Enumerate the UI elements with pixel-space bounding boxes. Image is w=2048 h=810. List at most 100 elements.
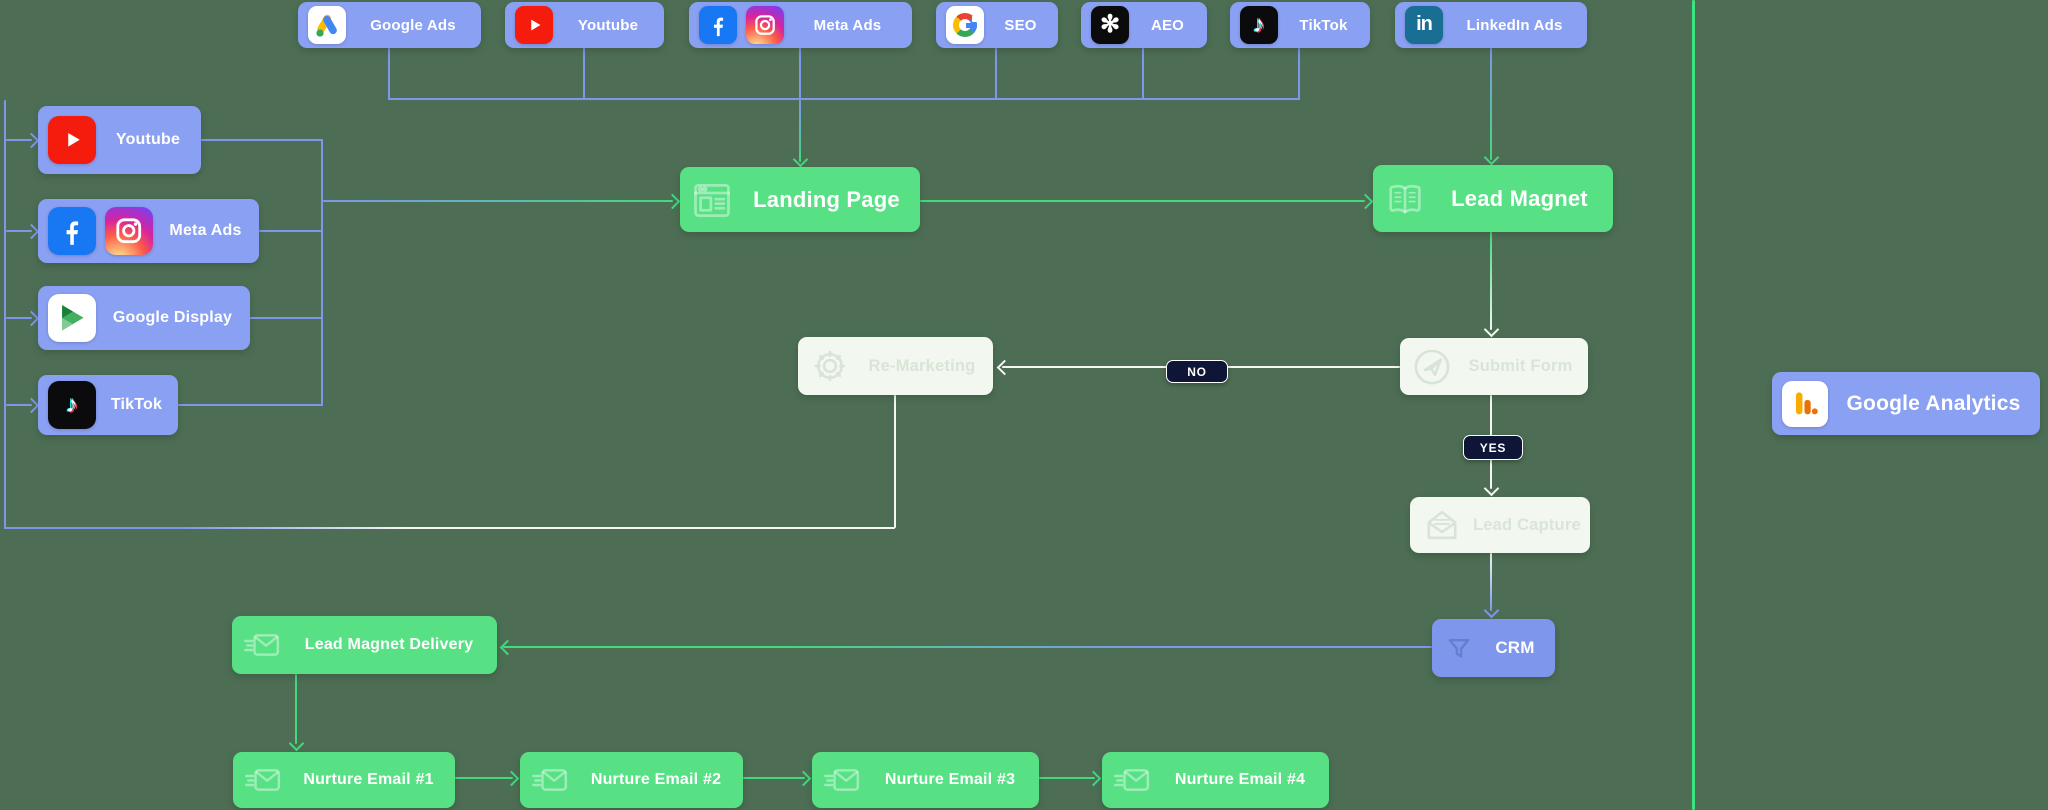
linkedin-icon: in: [1405, 6, 1443, 44]
magnet-down: [1490, 232, 1492, 330]
tiktok-top-label: TikTok: [1299, 16, 1348, 34]
branch-display: [6, 317, 32, 319]
nurture-3-4: [1039, 777, 1095, 779]
mail-fast-icon: [1112, 760, 1152, 800]
meta-ads-top-label: Meta Ads: [813, 16, 882, 34]
stub-youtube: [583, 48, 585, 100]
submit-form[interactable]: Submit Form: [1400, 338, 1588, 395]
paper-plane-icon: [1410, 345, 1454, 389]
arrow-nurture4-in: [1085, 770, 1102, 787]
nurture-email-4[interactable]: Nurture Email #4: [1102, 752, 1329, 808]
landing-to-magnet: [920, 200, 1365, 202]
lead-capture-label: Lead Capture: [1473, 515, 1581, 534]
drop-linkedin: [1490, 48, 1492, 160]
lead-magnet-label: Lead Magnet: [1451, 185, 1588, 211]
facebook-icon: [48, 207, 96, 255]
arrow-crm-top: [1483, 602, 1500, 619]
google-analytics-label: Google Analytics: [1846, 391, 2021, 415]
arrow-magnet-left-in: [1357, 193, 1374, 210]
nurture-email-1[interactable]: Nurture Email #1: [233, 752, 455, 808]
nurture-email-2[interactable]: Nurture Email #2: [520, 752, 743, 808]
google-analytics[interactable]: Google Analytics: [1772, 372, 2040, 435]
lead-capture[interactable]: Lead Capture: [1410, 497, 1590, 553]
google-display[interactable]: Google Display: [38, 286, 250, 350]
google-ads[interactable]: Google Ads: [298, 2, 481, 48]
remarketing-down: [894, 395, 896, 528]
youtube-left-label: Youtube: [115, 131, 181, 148]
openai-icon: ✻: [1091, 6, 1129, 44]
nurture-email-4-label: Nurture Email #4: [1174, 771, 1306, 788]
re-marketing[interactable]: Re-Marketing: [798, 337, 993, 395]
arrow-delivery-in: [499, 639, 516, 656]
youtube-icon: [48, 116, 96, 164]
branch-youtube: [6, 139, 32, 141]
youtube-top[interactable]: Youtube: [505, 2, 664, 48]
analytics-divider: [1692, 0, 1695, 810]
instagram-icon: [746, 6, 784, 44]
lead-magnet-delivery[interactable]: Lead Magnet Delivery: [232, 616, 497, 674]
mail-fast-icon: [242, 625, 282, 665]
yes-badge[interactable]: YES: [1463, 435, 1523, 460]
instagram-icon: [105, 207, 153, 255]
arrow-landing-top: [792, 151, 809, 168]
crm-to-delivery: [503, 646, 1432, 648]
nurture-email-3[interactable]: Nurture Email #3: [812, 752, 1039, 808]
envelope-open-icon: [1420, 503, 1464, 547]
arrow-display-left: [23, 310, 40, 327]
bus-top: [388, 98, 1300, 100]
tiktok-icon: ♪: [48, 381, 96, 429]
book-icon: [1383, 177, 1427, 221]
crm-label: CRM: [1495, 638, 1535, 657]
left-vert: [4, 100, 6, 529]
mail-fast-icon: [243, 760, 283, 800]
tiktok-top[interactable]: ♪TikTok: [1230, 2, 1370, 48]
arrow-capture-top: [1483, 480, 1500, 497]
re-marketing-label: Re-Marketing: [868, 356, 976, 375]
google-display-icon: [48, 294, 96, 342]
browser-icon: [690, 178, 734, 222]
arrow-submit-top: [1483, 321, 1500, 338]
tiktok-left-label: TikTok: [110, 396, 163, 413]
google-icon: [946, 6, 984, 44]
google-display-label: Google Display: [112, 309, 233, 326]
conn-youtube-bus: [201, 139, 323, 141]
crm[interactable]: CRM: [1432, 619, 1555, 677]
meta-ads-left-label: Meta Ads: [169, 222, 242, 239]
lead-magnet-delivery-label: Lead Magnet Delivery: [304, 636, 474, 653]
meta-ads-left[interactable]: Meta Ads: [38, 199, 259, 263]
tiktok-left[interactable]: ♪ TikTok: [38, 375, 178, 435]
mail-fast-icon: [530, 760, 570, 800]
drop-landing: [799, 100, 801, 162]
aeo-label: AEO: [1150, 16, 1185, 34]
meta-ads-top[interactable]: Meta Ads: [689, 2, 912, 48]
youtube-left[interactable]: Youtube: [38, 106, 201, 174]
landing-page[interactable]: Landing Page: [680, 167, 920, 232]
nurture-email-2-label: Nurture Email #2: [590, 771, 722, 788]
linkedin-ads[interactable]: in LinkedIn Ads: [1395, 2, 1587, 48]
aeo[interactable]: ✻ AEO: [1081, 2, 1207, 48]
conn-meta-bus: [259, 230, 323, 232]
arrow-youtube-left: [23, 132, 40, 149]
stub-seo: [995, 48, 997, 100]
capture-down: [1490, 553, 1492, 611]
conn-tiktok-bus: [178, 404, 323, 406]
lead-magnet[interactable]: Lead Magnet: [1373, 165, 1613, 232]
stub-google-ads: [388, 48, 390, 100]
linkedin-ads-label: LinkedIn Ads: [1466, 16, 1563, 34]
youtube-top-label: Youtube: [577, 16, 639, 34]
arrow-magnet-top: [1483, 149, 1500, 166]
stub-meta: [799, 48, 801, 100]
gear-icon: [808, 344, 852, 388]
nurture-email-1-label: Nurture Email #1: [303, 771, 434, 788]
seo-label: SEO: [1004, 16, 1037, 34]
arrow-nurture1-top: [288, 735, 305, 752]
bus-to-landing: [323, 200, 673, 202]
nurture-email-3-label: Nurture Email #3: [884, 771, 1016, 788]
seo[interactable]: SEO: [936, 2, 1058, 48]
no-badge[interactable]: NO: [1166, 360, 1228, 383]
arrow-nurture3-in: [795, 770, 812, 787]
submit-form-label: Submit Form: [1468, 357, 1573, 375]
analytics-icon: [1782, 380, 1828, 427]
arrow-meta-left: [23, 223, 40, 240]
